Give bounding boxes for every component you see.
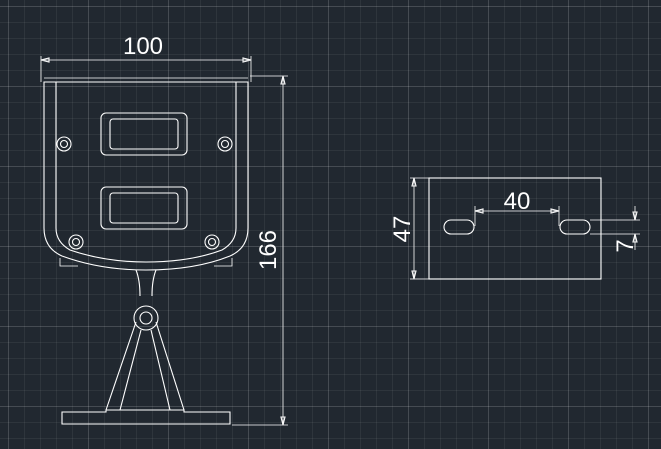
slotted-plate-outline [428,177,602,280]
dim-slot-spacing-text: 40 [504,188,531,215]
bracket-window-top-inner [109,118,179,150]
bracket-hole-top-left [56,136,72,152]
bracket-window-top-outer [100,112,188,156]
stand-neck [135,269,157,297]
dim-height [232,75,288,426]
dim-width [40,56,252,82]
bracket-top-edge [44,77,248,83]
slot-left [443,219,475,235]
bracket-front-view [43,77,249,425]
slot-right [559,219,591,235]
bracket-window-bottom-outer [100,186,188,230]
stand-legs [105,321,185,411]
dim-plate-height-text: 47 [389,216,416,243]
dim-slot-width [590,206,640,250]
dim-width-text: 100 [123,33,163,60]
bracket-lower-tabs [59,258,233,267]
bracket-hole-bottom-left [68,234,84,250]
stand-pivot [133,305,159,331]
dim-slot-width-text: 7 [612,239,639,252]
bracket-window-bottom-inner [109,192,179,224]
dim-height-text: 166 [255,230,282,270]
bracket-hole-bottom-right [204,234,220,250]
dim-slot-spacing [474,206,560,226]
bracket-flange-line [55,82,237,263]
slotted-plate-view [428,177,602,280]
bracket-plate-outline [43,81,249,271]
bracket-hole-top-right [217,136,233,152]
stand-base [61,409,231,425]
dim-plate-height [410,177,429,280]
